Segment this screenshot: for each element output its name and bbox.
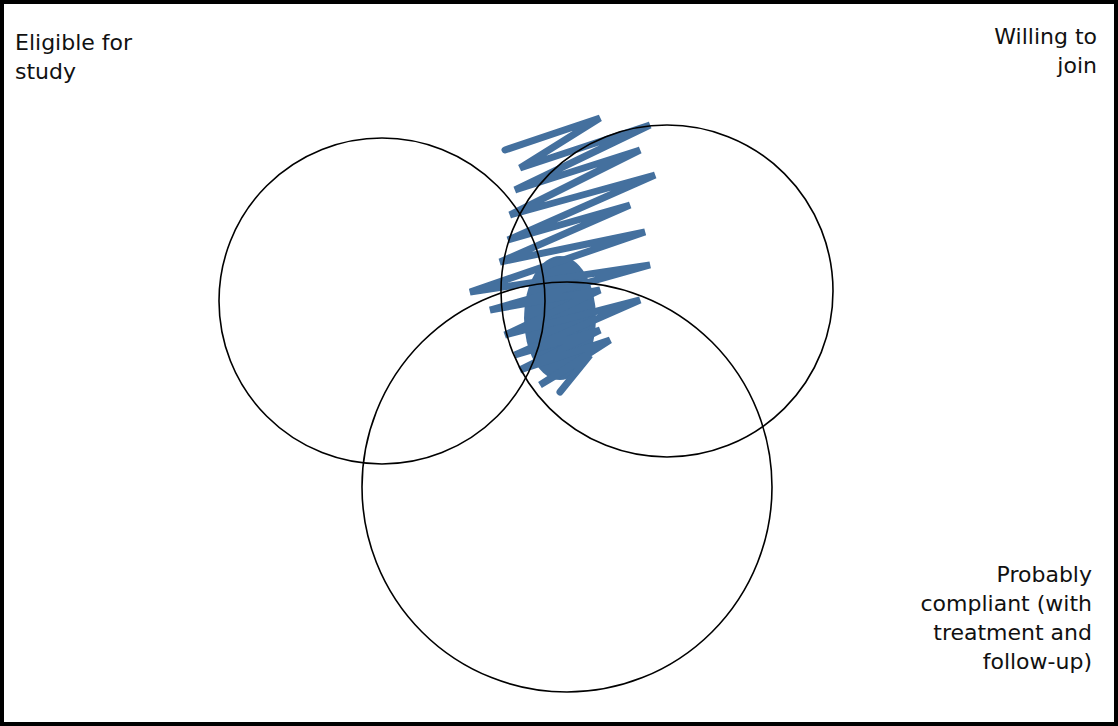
circle-outline [218,137,546,465]
venn-circle: Eligible for study [218,137,546,465]
circle-line [219,138,545,464]
scribble-strokes [470,118,655,392]
label-holder: Eligible for study [15,28,175,86]
venn-circle: Willing to join [500,124,834,458]
circle-label: Probably compliant (with treatment and f… [920,560,1092,676]
circle-line [501,125,833,457]
circle-outline [500,124,834,458]
circle-outline [361,281,773,693]
circle-line [362,282,772,692]
circle-label: Eligible for study [15,28,175,86]
label-holder: Willing to join [967,22,1097,80]
label-holder: Probably compliant (with treatment and f… [920,560,1092,676]
circle-label: Willing to join [967,22,1097,80]
venn-circle: Probably compliant (with treatment and f… [361,281,773,693]
